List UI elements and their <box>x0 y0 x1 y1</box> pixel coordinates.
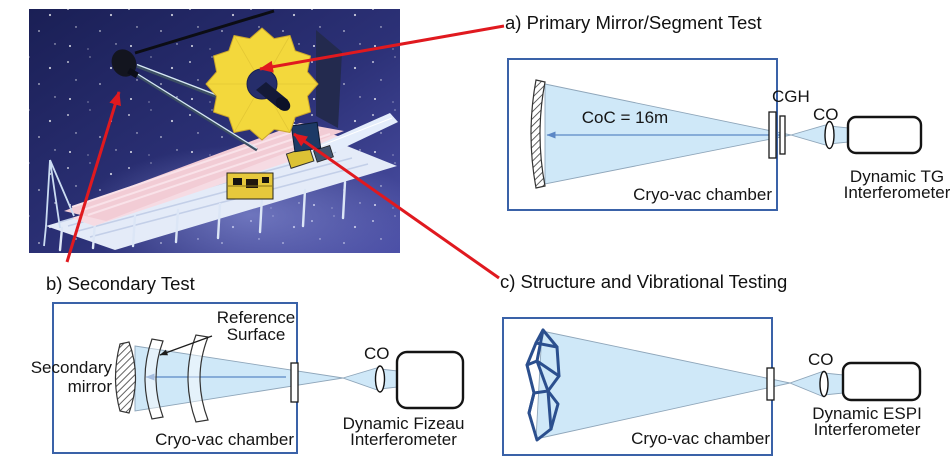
primary-mirror <box>205 27 319 141</box>
panel-a-diagram <box>507 58 923 211</box>
red-arrow-primary <box>259 24 505 73</box>
reference-surface-label: Reference Surface <box>206 309 306 343</box>
interferometer-label-b-line1: Dynamic Fizeau <box>342 414 465 433</box>
reference-pointer <box>159 335 213 356</box>
red-arrow-structure <box>293 132 500 280</box>
co-label-a: CO <box>813 105 839 124</box>
chamber-label-b: Cryo-vac chamber <box>155 430 294 449</box>
truss-structure <box>525 328 561 442</box>
beam-cone-c <box>535 330 791 440</box>
reference-surface-label-line1: Reference <box>216 308 296 327</box>
co-lens-c <box>819 370 829 398</box>
panel-a-title: a) Primary Mirror/Segment Test <box>505 12 762 33</box>
beam-cone-b <box>134 345 344 412</box>
interferometer-box-b <box>395 350 465 410</box>
co-label-b: CO <box>364 344 390 363</box>
cgh-plates <box>768 111 786 159</box>
top-strut <box>134 9 275 55</box>
co-lens-b <box>374 365 386 393</box>
co-lens-a <box>824 120 835 150</box>
secondary-mirror-photo <box>111 49 139 79</box>
sunshield <box>43 113 398 252</box>
primary-mirror-symbol <box>530 79 546 189</box>
interferometer-label-c-line2: Interferometer <box>813 420 921 439</box>
jwst-photo <box>29 9 400 253</box>
chamber-label-c: Cryo-vac chamber <box>631 429 770 448</box>
beam-cone-a <box>544 83 792 185</box>
interferometer-label-a-line1: Dynamic TG <box>849 167 945 186</box>
cryo-vac-chamber-a <box>507 58 778 211</box>
annotation-arrows <box>65 24 505 280</box>
panel-b-diagram <box>52 302 465 454</box>
interferometer-label-b: Dynamic Fizeau Interferometer <box>336 414 471 449</box>
secondary-mirror-label-line1: Secondary <box>30 358 112 377</box>
chamber-label-a: Cryo-vac chamber <box>633 185 772 204</box>
interferometer-label-a-line2: Interferometer <box>843 183 950 202</box>
coc-distance-label: CoC = 16m <box>581 108 669 127</box>
panel-c-title: c) Structure and Vibrational Testing <box>500 271 788 292</box>
interferometer-label-a: Dynamic TG Interferometer <box>842 167 950 202</box>
panel-c-diagram <box>502 317 922 456</box>
secondary-mirror-symbol <box>114 341 137 414</box>
red-arrow-secondary <box>65 91 121 263</box>
cgh-label: CGH <box>772 87 810 106</box>
window-plate-b <box>290 362 299 403</box>
secondary-mirror-label-line2: mirror <box>67 377 112 396</box>
window-plate-c <box>766 367 775 401</box>
reference-surface-label-line2: Surface <box>226 325 286 344</box>
interferometer-label-c: Dynamic ESPI Interferometer <box>806 404 928 439</box>
interferometer-label-c-line1: Dynamic ESPI <box>812 404 922 423</box>
reference-shells <box>144 334 209 423</box>
secondary-mirror-label: Secondary mirror <box>22 358 112 396</box>
panel-b-title: b) Secondary Test <box>46 273 195 294</box>
interferometer-label-b-line2: Interferometer <box>350 430 457 449</box>
co-label-c: CO <box>808 350 834 369</box>
interferometer-box-c <box>841 361 922 402</box>
interferometer-box-a <box>846 115 923 155</box>
